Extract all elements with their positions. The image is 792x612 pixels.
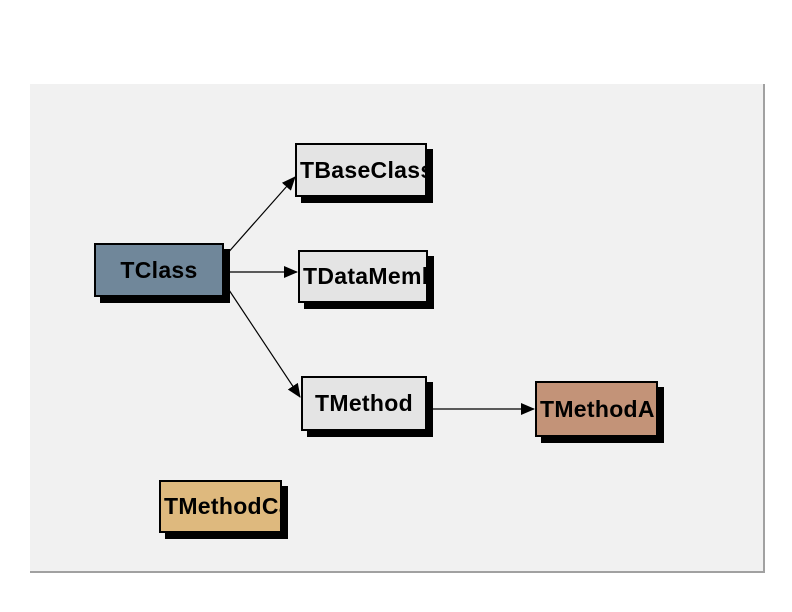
class-node-label: TMethodArg (540, 395, 656, 422)
class-node-label: TClass (120, 256, 198, 283)
class-node-label: TMethodCall (164, 493, 280, 519)
class-node-tmethodarg[interactable]: TMethodArg (535, 381, 658, 437)
class-node-tbaseclass[interactable]: TBaseClass (295, 143, 427, 197)
class-node-label: TBaseClass (300, 156, 427, 183)
class-node-tdatamember[interactable]: TDataMember (298, 250, 428, 303)
class-node-label: TMethod (315, 390, 413, 416)
diagram-canvas: TClass TBaseClass TDataMember TMethod TM… (30, 84, 765, 573)
class-node-tmethod[interactable]: TMethod (301, 376, 427, 431)
class-node-tclass[interactable]: TClass (94, 243, 224, 297)
class-node-label: TDataMember (303, 263, 426, 289)
class-node-tmethodcall[interactable]: TMethodCall (159, 480, 282, 533)
edge-tclass-tbaseclass (225, 176, 296, 256)
edge-tclass-tmethod (226, 286, 301, 398)
